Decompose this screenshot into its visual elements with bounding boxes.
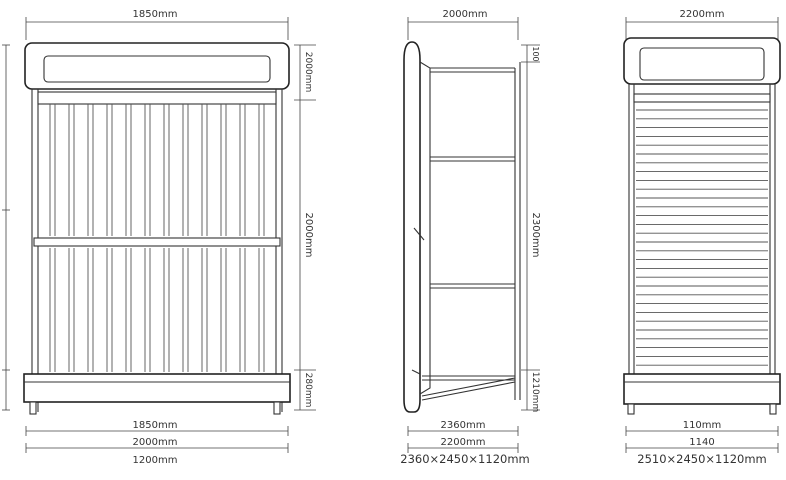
front-slats bbox=[49, 104, 265, 372]
front-bottom-dimensions: 1850mm 2000mm 1200mm bbox=[25, 420, 289, 466]
back-caption: 2510×2450×1120mm bbox=[637, 452, 766, 466]
front-leg-right bbox=[273, 401, 281, 415]
back-slats bbox=[636, 109, 768, 366]
front-leg-height-label: 280mm bbox=[303, 373, 313, 408]
front-headboard-height-label: 2000mm bbox=[303, 52, 313, 92]
front-view: 1850mm bbox=[2, 9, 316, 466]
side-bottom-dim-1: 2360mm bbox=[441, 420, 486, 431]
front-bottom-dim-3: 1200mm bbox=[133, 455, 178, 466]
side-right-dimension: 100 2300mm 1210mm bbox=[521, 44, 541, 412]
side-bottom-dimensions: 2360mm 2200mm 2360×2450×1120mm bbox=[400, 420, 529, 466]
front-top-width-label: 1850mm bbox=[133, 9, 178, 20]
front-top-rail bbox=[37, 91, 277, 105]
back-top-rail bbox=[633, 93, 771, 103]
back-base bbox=[623, 373, 781, 405]
front-frame-height-label: 2000mm bbox=[303, 213, 314, 258]
back-view: 2200mm 110mm 1140 2510×2450×1120mm bbox=[623, 9, 781, 466]
side-frame-height-label: 2300mm bbox=[530, 213, 541, 258]
side-top-dimension: 2000mm bbox=[407, 9, 519, 40]
back-bottom-dim-2: 1140 bbox=[689, 437, 714, 448]
back-top-dimension: 2200mm bbox=[625, 9, 779, 40]
back-headboard bbox=[623, 37, 781, 85]
front-top-dimension: 1850mm bbox=[25, 9, 289, 40]
back-top-width-label: 2200mm bbox=[680, 9, 725, 20]
side-view: 2000mm 100 2300mm 1210mm bbox=[400, 9, 541, 466]
front-middle-rail bbox=[33, 237, 281, 247]
side-top-width-label: 2000mm bbox=[443, 9, 488, 20]
back-bottom-dimensions: 110mm 1140 2510×2450×1120mm bbox=[625, 420, 779, 466]
side-bottom-dim-2: 2200mm bbox=[441, 437, 486, 448]
front-headboard-panel bbox=[43, 55, 271, 83]
front-left-dimension bbox=[2, 44, 10, 411]
back-leg-right bbox=[769, 403, 777, 415]
side-caption: 2360×2450×1120mm bbox=[400, 452, 529, 466]
side-top-depth-label: 100 bbox=[531, 46, 540, 61]
front-base bbox=[23, 373, 291, 403]
front-bottom-dim-2: 2000mm bbox=[133, 437, 178, 448]
back-leg-left bbox=[627, 403, 635, 415]
side-leg-height-label: 1210mm bbox=[530, 372, 540, 412]
front-leg-left bbox=[29, 401, 37, 415]
back-headboard-panel bbox=[639, 47, 765, 81]
front-headboard bbox=[24, 42, 290, 90]
front-bottom-dim-1: 1850mm bbox=[133, 420, 178, 431]
back-bottom-dim-1: 110mm bbox=[683, 420, 722, 431]
side-headboard bbox=[403, 41, 421, 413]
front-right-dimension: 2000mm 2000mm 280mm bbox=[294, 44, 316, 411]
